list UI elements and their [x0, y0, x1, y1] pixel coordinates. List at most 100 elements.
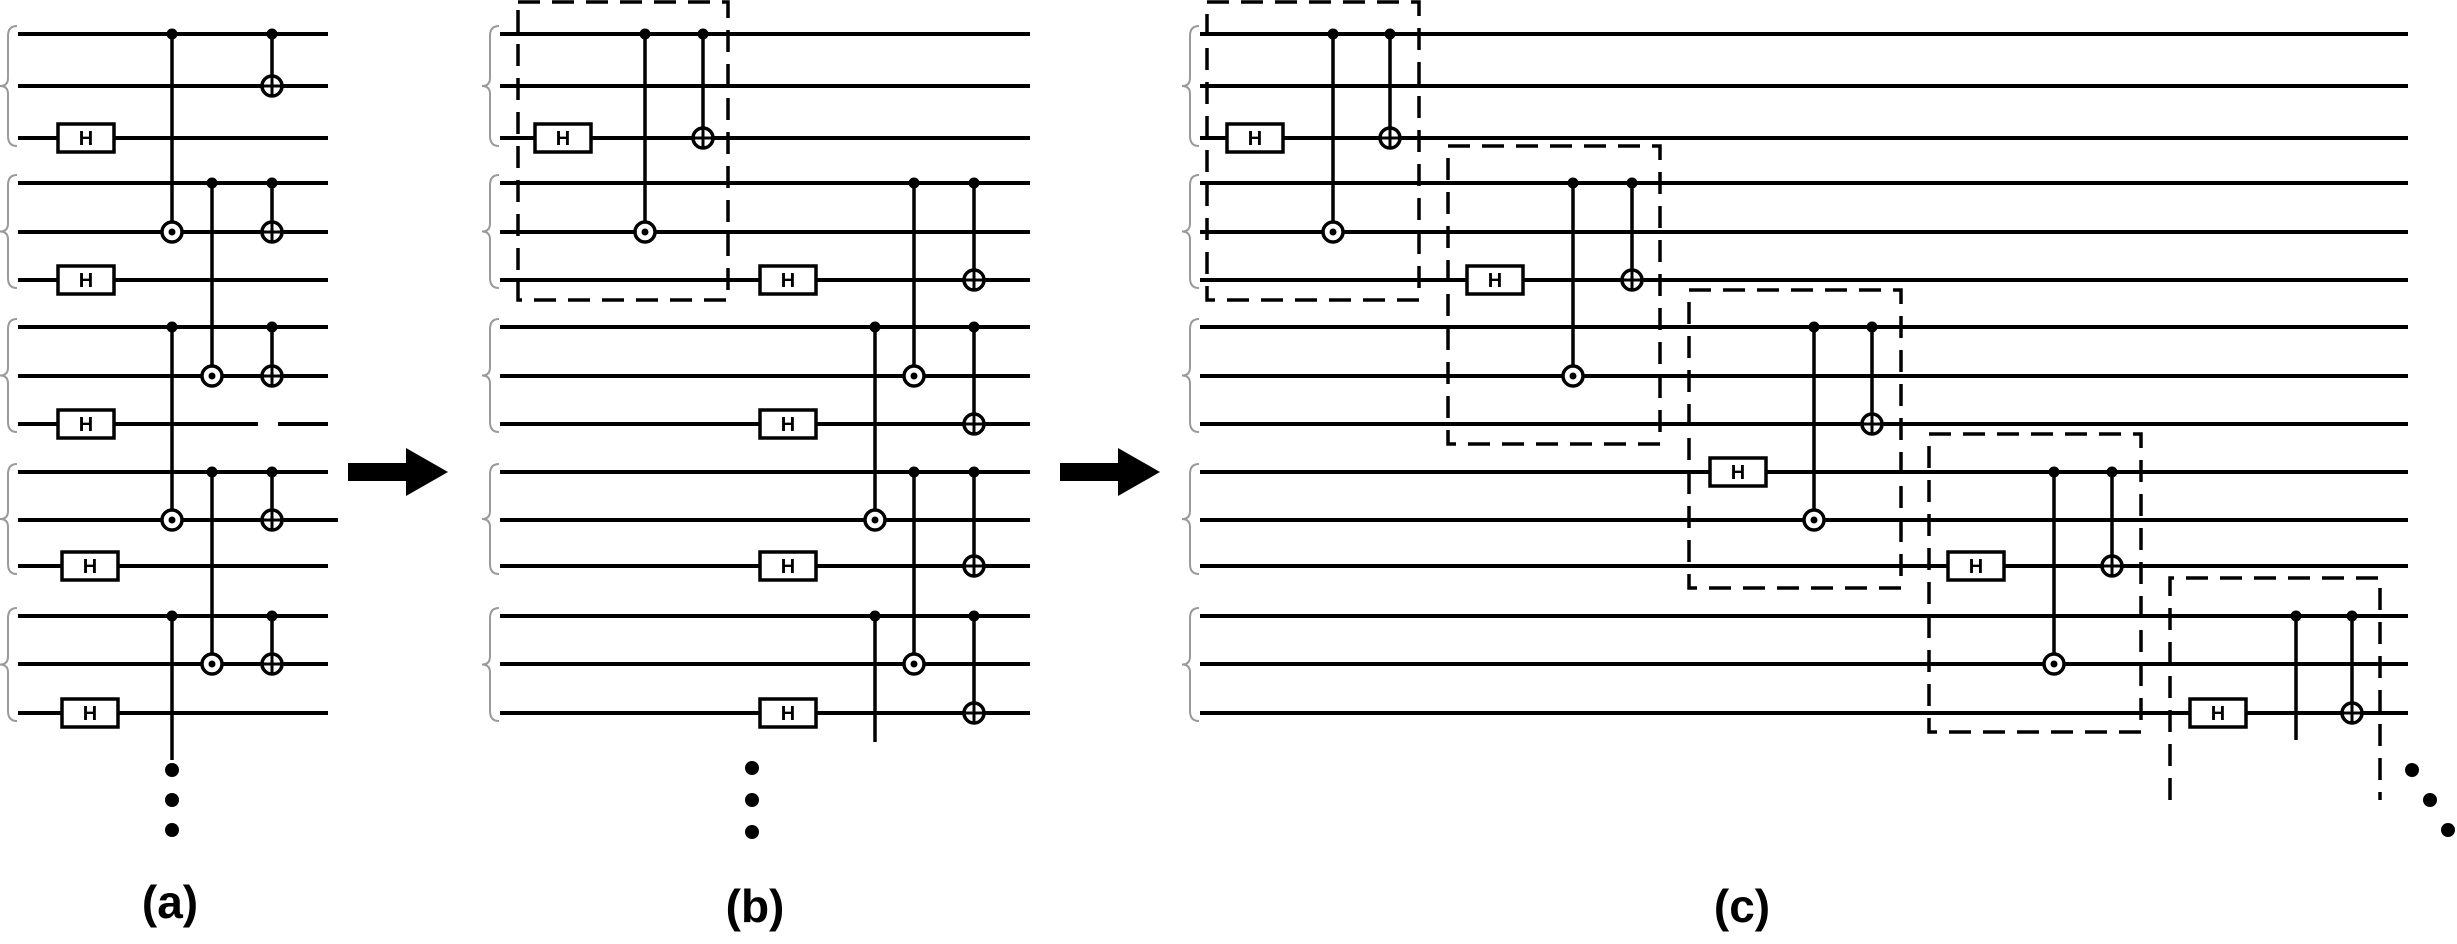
- dashed-group-box: [2168, 576, 2382, 800]
- panel-captions: (a) (b) (c): [142, 876, 1770, 932]
- continuation-dot: [745, 825, 759, 839]
- hadamard-gate-label: H: [781, 270, 795, 292]
- caption-a: (a): [142, 876, 198, 928]
- continuation-dot: [2441, 823, 2455, 837]
- control-dot: [266, 610, 278, 622]
- dot-target-center: [2050, 660, 2058, 668]
- control-dot: [908, 177, 920, 189]
- control-dot: [166, 321, 178, 333]
- register-brace: [1181, 607, 1200, 722]
- control-dot: [266, 177, 278, 189]
- register-brace: [1181, 318, 1200, 433]
- hadamard-gate: [758, 550, 818, 582]
- dot-target-center: [871, 516, 879, 524]
- control-dot: [266, 466, 278, 478]
- control-dot: [2106, 466, 2118, 478]
- control-dot: [1327, 28, 1339, 40]
- register-brace: [0, 174, 18, 289]
- continuation-dot: [2405, 763, 2419, 777]
- register-brace: [0, 607, 18, 722]
- continuation-dot: [165, 793, 179, 807]
- right-arrow-icon: [348, 448, 448, 496]
- hadamard-gate: [1465, 264, 1525, 296]
- hadamard-gate: [533, 122, 593, 154]
- hadamard-gate-label: H: [781, 414, 795, 436]
- control-dot: [206, 466, 218, 478]
- control-dot: [1384, 28, 1396, 40]
- continuation-dot: [745, 761, 759, 775]
- hadamard-gate-label: H: [79, 270, 93, 292]
- hadamard-gate: [2188, 697, 2248, 729]
- control-dot: [206, 177, 218, 189]
- hadamard-gate: [1225, 122, 1285, 154]
- hadamard-gate-label: H: [1731, 462, 1745, 484]
- register-brace: [1181, 25, 1200, 147]
- control-dot: [1866, 321, 1878, 333]
- control-dot: [869, 321, 881, 333]
- control-dot: [166, 610, 178, 622]
- register-brace: [481, 463, 500, 575]
- transition-arrows: [348, 448, 1160, 496]
- hadamard-gate-label: H: [1969, 556, 1983, 578]
- hadamard-gate-label: H: [83, 556, 97, 578]
- control-dot: [908, 466, 920, 478]
- dot-target-center: [1329, 228, 1337, 236]
- hadamard-gate-label: H: [556, 128, 570, 150]
- register-brace: [481, 25, 500, 147]
- continuation-dot: [165, 823, 179, 837]
- control-dot: [869, 610, 881, 622]
- control-dot: [2290, 610, 2302, 622]
- dot-target-center: [641, 228, 649, 236]
- continuation-dot: [165, 763, 179, 777]
- register-brace: [0, 318, 18, 433]
- dot-target-center: [208, 372, 216, 380]
- control-dot: [266, 28, 278, 40]
- control-dot: [968, 610, 980, 622]
- dashed-group-box: [1687, 288, 1903, 590]
- hadamard-gate-label: H: [83, 703, 97, 725]
- register-brace: [1181, 174, 1200, 289]
- control-dot: [166, 28, 178, 40]
- hadamard-gate: [1946, 550, 2006, 582]
- hadamard-gate-label: H: [79, 414, 93, 436]
- dot-target-center: [910, 660, 918, 668]
- dot-target-center: [910, 372, 918, 380]
- caption-c: (c): [1714, 880, 1770, 932]
- hadamard-gate: [56, 408, 116, 440]
- dot-target-center: [1810, 516, 1818, 524]
- panel-a-circuit: H H H H H: [0, 25, 338, 837]
- control-dot: [1808, 321, 1820, 333]
- control-dot: [266, 321, 278, 333]
- hadamard-gate: [56, 122, 116, 154]
- hadamard-gate: [758, 264, 818, 296]
- dashed-group-box: [1927, 432, 2143, 734]
- hadamard-gate: [60, 697, 120, 729]
- caption-b: (b): [726, 880, 785, 932]
- control-dot: [968, 466, 980, 478]
- hadamard-gate: [758, 697, 818, 729]
- control-dot: [2346, 610, 2358, 622]
- control-dot: [1567, 177, 1579, 189]
- continuation-dot: [745, 793, 759, 807]
- register-brace: [481, 318, 500, 433]
- hadamard-gate-label: H: [781, 703, 795, 725]
- continuation-dot: [2423, 793, 2437, 807]
- control-dot: [968, 321, 980, 333]
- control-dot: [968, 177, 980, 189]
- register-brace: [1181, 463, 1200, 575]
- right-arrow-icon: [1060, 448, 1160, 496]
- hadamard-gate-label: H: [2211, 703, 2225, 725]
- dot-target-center: [168, 516, 176, 524]
- control-dot: [697, 28, 709, 40]
- register-brace: [0, 463, 18, 575]
- register-brace: [481, 174, 500, 289]
- hadamard-gate: [60, 550, 120, 582]
- register-brace: [481, 607, 500, 722]
- hadamard-gate: [1708, 456, 1768, 488]
- dashed-group-box: [1205, 0, 1421, 302]
- hadamard-gate-label: H: [1248, 128, 1262, 150]
- hadamard-gate-label: H: [79, 128, 93, 150]
